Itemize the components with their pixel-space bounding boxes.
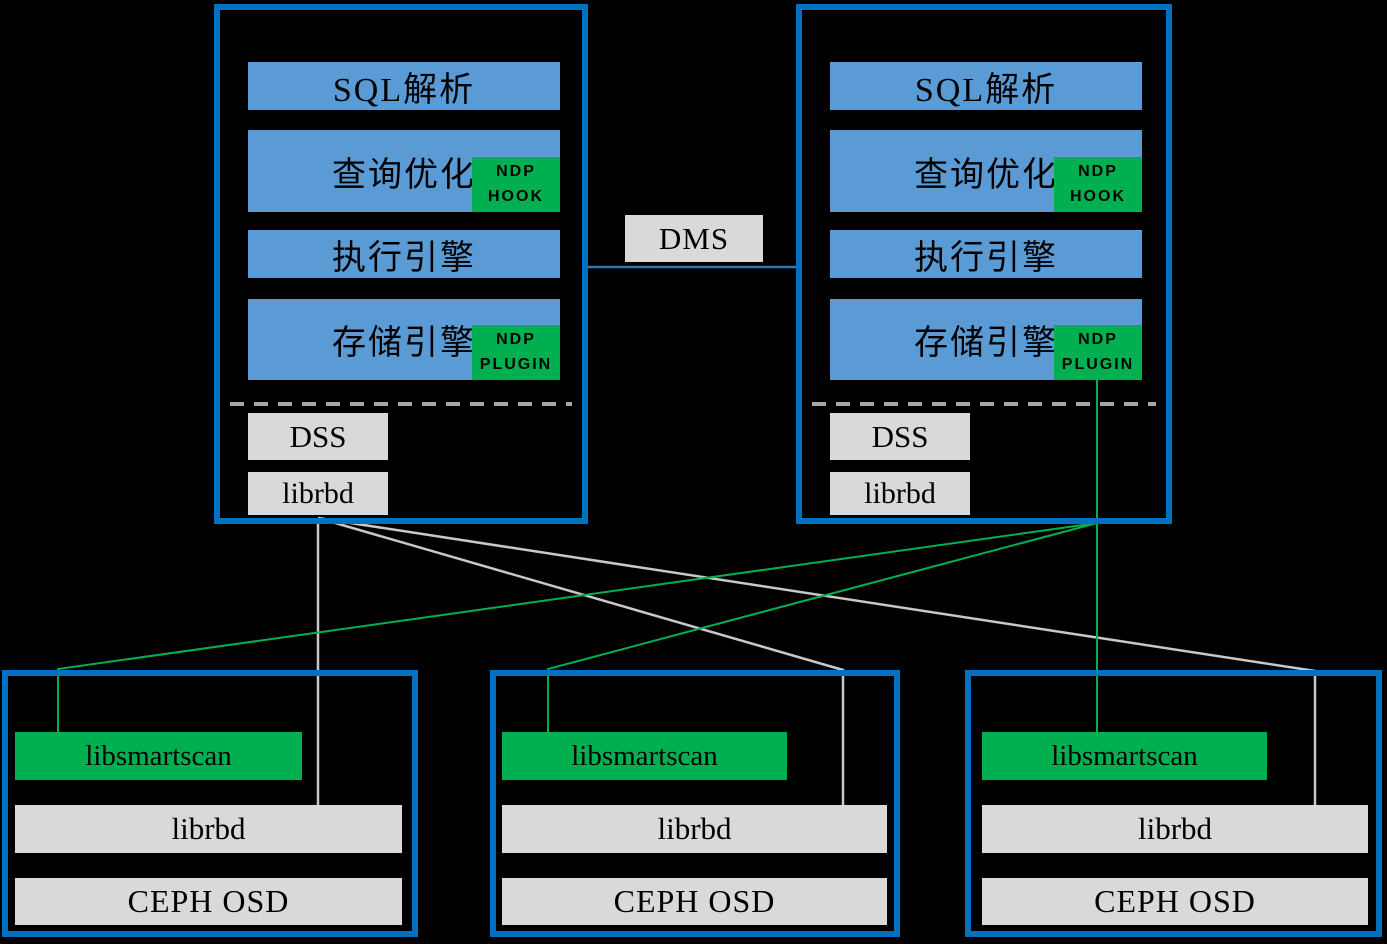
layer-execute-engine-label: 执行引擎 [332,239,476,277]
ndp-plugin-badge: NDP PLUGIN [1054,325,1142,380]
storage-node-2: libsmartscan librbd CEPH OSD [490,670,900,937]
layer-execute-engine-label: 执行引擎 [914,239,1058,277]
librbd-bar: librbd [502,805,887,853]
libsmartscan-bar: libsmartscan [15,732,302,780]
layer-execute-engine: 执行引擎 [248,230,560,278]
libsmartscan-bar: libsmartscan [982,732,1267,780]
dss-box: DSS [248,413,388,460]
engine-storage-divider [812,402,1156,406]
layer-query-optimize: 查询优化 NDP HOOK [830,130,1142,212]
layer-storage-engine-label: 存储引擎 [914,325,1058,362]
layer-query-optimize-label: 查询优化 [914,156,1058,194]
layer-query-optimize: 查询优化 NDP HOOK [248,130,560,212]
storage-node-1: libsmartscan librbd CEPH OSD [2,670,418,937]
ndp-hook-badge: NDP HOOK [1054,157,1142,212]
layer-query-optimize-label: 查询优化 [332,156,476,194]
dss-box: DSS [830,413,970,460]
ndp-plugin-badge: NDP PLUGIN [472,325,560,380]
layer-sql-parse-label: SQL解析 [914,71,1058,109]
librbd-box: librbd [248,472,388,515]
db-node-left: SQL解析 查询优化 NDP HOOK 执行引擎 存储引擎 NDP PLUGIN… [214,4,588,524]
ceph-osd-bar: CEPH OSD [982,878,1368,925]
layer-storage-engine: 存储引擎 NDP PLUGIN [830,299,1142,380]
layer-storage-engine: 存储引擎 NDP PLUGIN [248,299,560,380]
layer-sql-parse-label: SQL解析 [332,71,476,109]
connector-ndp-to-smartscan2 [547,522,1098,733]
librbd-bar: librbd [982,805,1368,853]
connector-ndp-to-smartscan1 [57,522,1098,733]
layer-storage-engine-label: 存储引擎 [332,325,476,362]
layer-sql-parse: SQL解析 [830,62,1142,110]
dms-box: DMS [625,215,763,262]
ceph-osd-bar: CEPH OSD [502,878,887,925]
layer-sql-parse: SQL解析 [248,62,560,110]
librbd-box: librbd [830,472,970,515]
ceph-osd-bar: CEPH OSD [15,878,402,925]
librbd-bar: librbd [15,805,402,853]
layer-execute-engine: 执行引擎 [830,230,1142,278]
ndp-hook-badge: NDP HOOK [472,157,560,212]
engine-storage-divider [230,402,572,406]
db-node-right: SQL解析 查询优化 NDP HOOK 执行引擎 存储引擎 NDP PLUGIN… [796,4,1172,524]
libsmartscan-bar: libsmartscan [502,732,787,780]
storage-node-3: libsmartscan librbd CEPH OSD [965,670,1382,937]
